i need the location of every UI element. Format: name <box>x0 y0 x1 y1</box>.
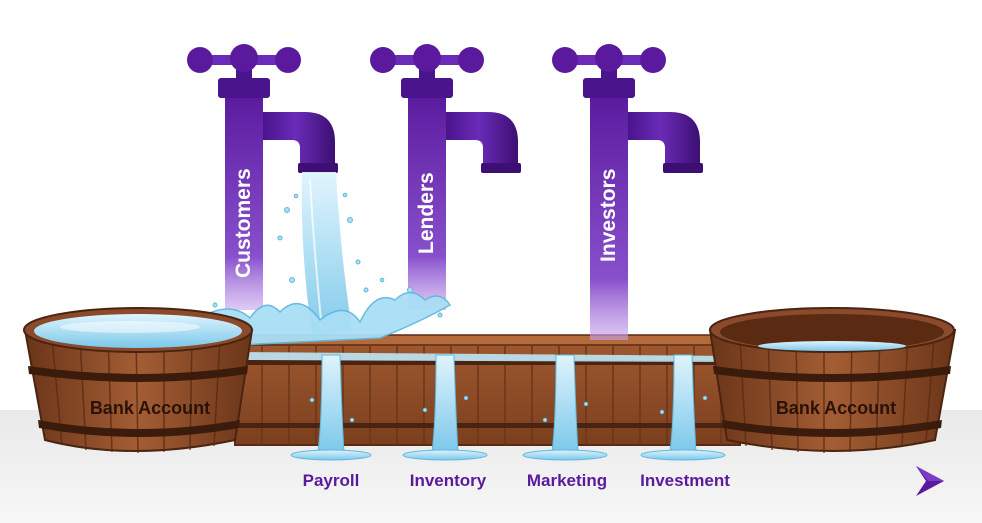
tap-investors: Investors <box>552 44 703 340</box>
brand-arrow-logo-icon <box>916 466 944 496</box>
outflow-label-payroll: Payroll <box>303 471 360 490</box>
tap-lenders: Lenders <box>370 44 521 310</box>
tap-customers: Customers <box>187 44 338 310</box>
outflow-label-marketing: Marketing <box>527 471 607 490</box>
tub-label-right: Bank Account <box>776 398 896 418</box>
trough <box>234 334 741 446</box>
outflow-stream-payroll <box>290 354 372 461</box>
outflow-label-inventory: Inventory <box>410 471 487 490</box>
tap-label-lenders: Lenders <box>415 172 438 254</box>
inflow-water-stream <box>198 172 452 346</box>
outflow-stream-marketing <box>522 354 608 461</box>
outflow-streams <box>290 354 726 461</box>
outflow-stream-inventory <box>402 354 488 461</box>
tub-label-left: Bank Account <box>90 398 210 418</box>
water-droplets <box>309 395 708 423</box>
outflow-stream-investment <box>640 354 726 461</box>
bank-account-tub-right: Bank Account <box>708 307 957 453</box>
outflow-label-investment: Investment <box>640 471 730 490</box>
tap-label-investors: Investors <box>597 169 620 262</box>
tap-label-customers: Customers <box>232 168 255 278</box>
bank-account-tub-left: Bank Account <box>23 307 254 454</box>
